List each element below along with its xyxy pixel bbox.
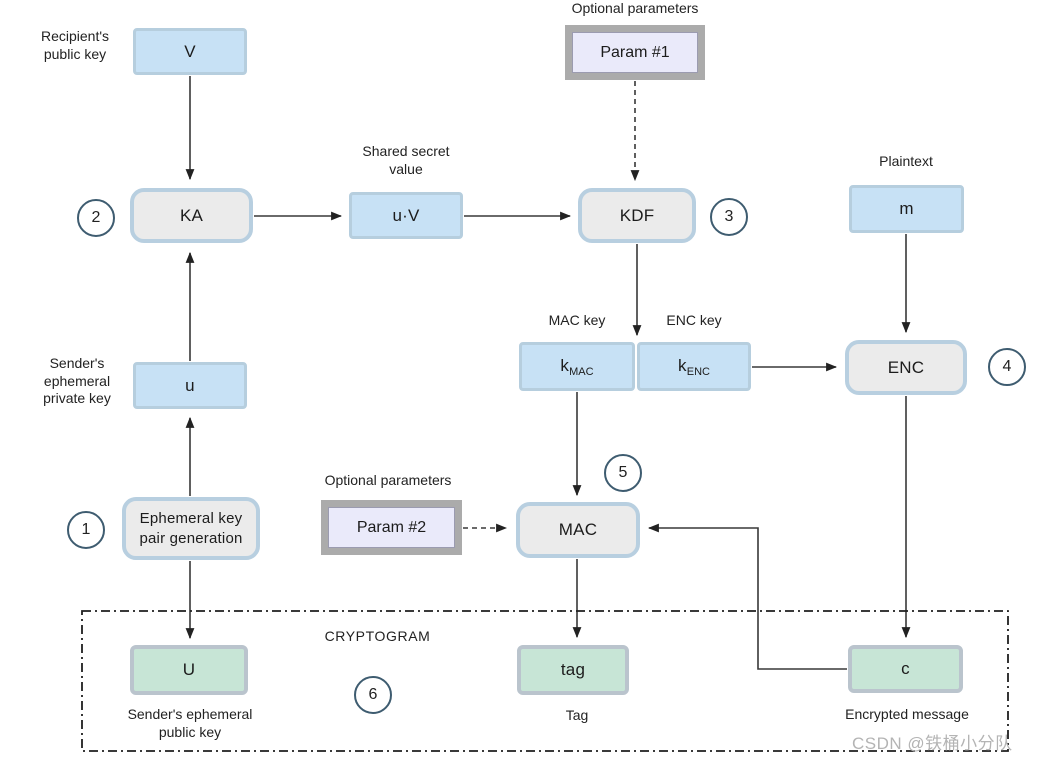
caption-senders-ephemeral-private-key: Sender's ephemeral private key xyxy=(43,355,111,406)
caption-optional-parameters-mid: Optional parameters xyxy=(324,472,452,488)
caption-enc-key: ENC key xyxy=(666,312,722,328)
box-ciphertext-c: c xyxy=(848,645,963,693)
caption-shared-secret-value: Shared secret value xyxy=(362,143,450,177)
box-recipient-public-key: V xyxy=(133,28,247,75)
caption-tag: Tag xyxy=(565,707,589,723)
box-ephemeral-public-key-U: U xyxy=(130,645,248,695)
box-ephemeral-key-pair-generation: Ephemeral key pair generation xyxy=(122,497,260,560)
box-ephemeral-private-key-u: u xyxy=(133,362,247,409)
caption-plaintext: Plaintext xyxy=(879,153,933,169)
csdn-watermark: CSDN @铁桶小分队 xyxy=(852,734,1013,753)
cryptogram-boundary xyxy=(81,610,1009,752)
box-enc-key: kENC xyxy=(637,342,751,391)
kmac-label: kMAC xyxy=(560,355,594,378)
box-mac-key: kMAC xyxy=(519,342,635,391)
box-shared-secret: u·V xyxy=(349,192,463,239)
box-tag: tag xyxy=(517,645,629,695)
caption-encrypted-message: Encrypted message xyxy=(845,706,969,722)
box-key-agreement-ka: KA xyxy=(130,188,253,243)
param-2-label: Param #2 xyxy=(328,507,455,548)
step-4-badge: 4 xyxy=(988,348,1026,386)
caption-recipients-public-key: Recipient's public key xyxy=(40,28,110,62)
step-6-badge: 6 xyxy=(354,676,392,714)
step-1-badge: 1 xyxy=(67,511,105,549)
box-enc-function: ENC xyxy=(845,340,967,395)
box-param-2: Param #2 xyxy=(321,500,462,555)
box-mac-function: MAC xyxy=(516,502,640,558)
caption-optional-parameters-top: Optional parameters xyxy=(571,0,699,16)
step-5-badge: 5 xyxy=(604,454,642,492)
arrow-c-to-mac-feedback xyxy=(647,523,847,670)
box-plaintext-m: m xyxy=(849,185,964,233)
caption-cryptogram: CRYPTOGRAM xyxy=(324,628,431,644)
kenc-label: kENC xyxy=(678,355,710,378)
caption-mac-key: MAC key xyxy=(548,312,606,328)
caption-senders-ephemeral-public-key: Sender's ephemeral public key xyxy=(127,706,253,740)
box-param-1: Param #1 xyxy=(565,25,705,80)
step-3-badge: 3 xyxy=(710,198,748,236)
param-1-label: Param #1 xyxy=(572,32,698,73)
step-2-badge: 2 xyxy=(77,199,115,237)
box-kdf: KDF xyxy=(578,188,696,243)
